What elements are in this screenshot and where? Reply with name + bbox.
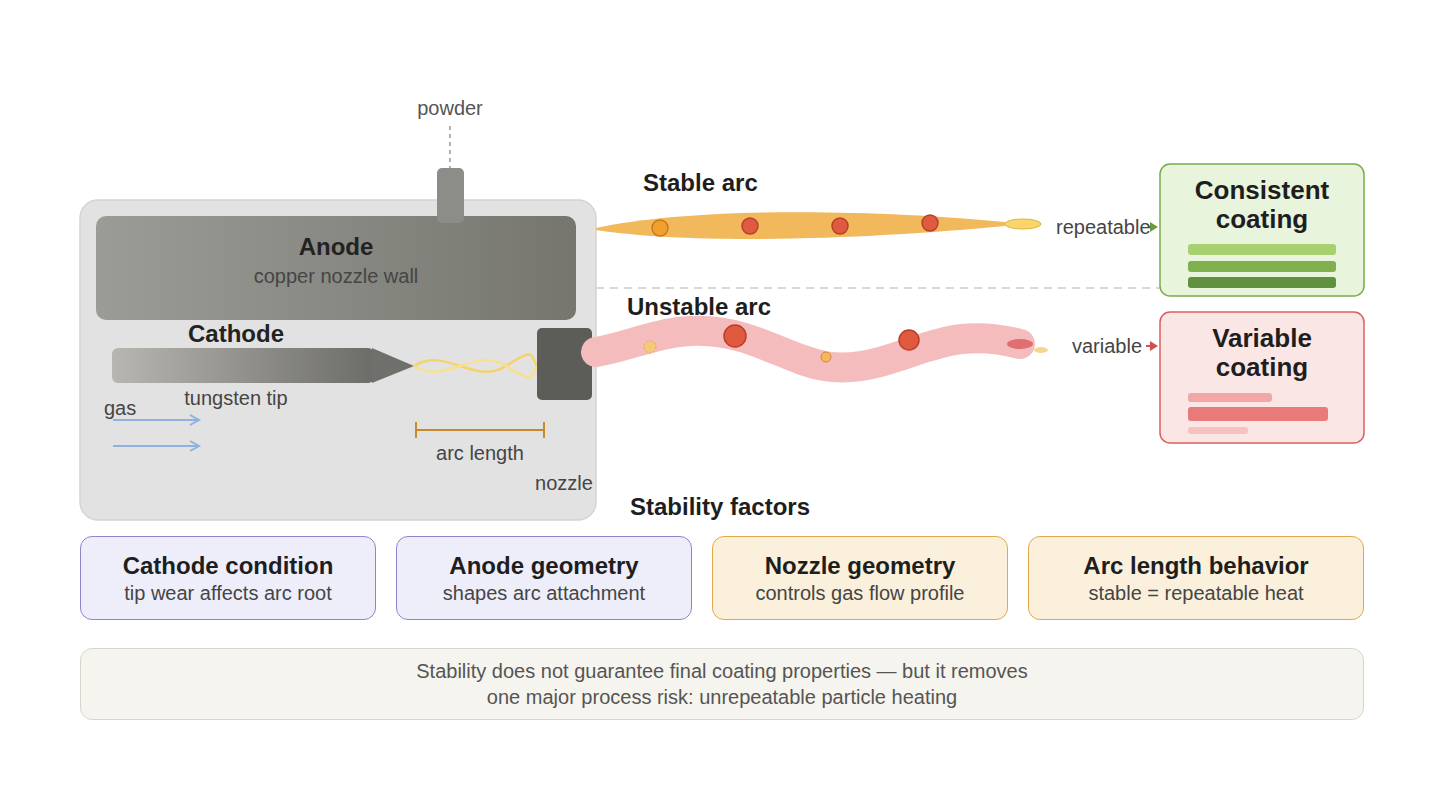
node-heading: Anode geometry — [449, 551, 638, 581]
arc-strand — [414, 354, 537, 371]
flow-label: repeatable — [1056, 215, 1151, 239]
gas-arrow-head — [190, 415, 199, 425]
coating-layer — [1188, 407, 1328, 421]
node-heading: Anode — [299, 232, 374, 262]
node-body: copper nozzle wall — [254, 264, 419, 289]
particle — [652, 220, 668, 236]
particle — [922, 215, 938, 231]
gas-arrow — [113, 445, 198, 447]
coating-layer — [1188, 393, 1272, 402]
coating-box-outline — [1160, 164, 1364, 296]
arc-length-tick — [543, 422, 545, 438]
part-label: nozzle — [535, 471, 593, 495]
particle — [724, 325, 746, 347]
particle — [821, 352, 831, 362]
coating-layer — [1188, 244, 1336, 255]
stability-factor-box: Anode geometryshapes arc attachment — [396, 536, 692, 620]
node-body: shapes arc attachment — [443, 581, 645, 606]
anode-body — [96, 216, 576, 320]
part-label: powder — [417, 96, 483, 120]
flow-arrow-head — [1150, 341, 1158, 351]
particle-splat — [1007, 339, 1033, 349]
node-body: stable = repeatable heat — [1088, 581, 1303, 606]
particle — [644, 341, 656, 353]
particle-splat — [1034, 347, 1048, 353]
part-label: gas — [104, 396, 136, 420]
powder-port — [437, 168, 464, 223]
section-heading: Stability factors — [630, 493, 810, 522]
part-label: Cathode — [188, 320, 284, 349]
node-heading: Arc length behavior — [1083, 551, 1308, 581]
dimension-label: arc length — [436, 441, 524, 465]
node-heading: Variable coating — [1170, 324, 1354, 381]
stable-plume — [596, 212, 1005, 239]
node-heading: Consistent coating — [1170, 176, 1354, 233]
arc-length-bracket — [416, 429, 544, 431]
stability-factor-box: Arc length behaviorstable = repeatable h… — [1028, 536, 1364, 620]
anode-box: Anodecopper nozzle wall — [96, 216, 576, 320]
unstable-plume — [596, 331, 1020, 368]
section-label: Unstable arc — [627, 293, 771, 322]
coating-layer — [1188, 261, 1336, 272]
arc-length-tick — [415, 422, 417, 438]
stability-factor-box: Nozzle geometrycontrols gas flow profile — [712, 536, 1008, 620]
coating-box-outline — [1160, 312, 1364, 443]
node-body: tip wear affects arc root — [124, 581, 332, 606]
powder-leader — [449, 126, 451, 168]
flow-label: variable — [1072, 334, 1142, 358]
caption-text: Stability does not guarantee final coati… — [402, 658, 1042, 710]
node-heading: Nozzle geometry — [765, 551, 956, 581]
node-body: controls gas flow profile — [756, 581, 965, 606]
node-heading: Cathode condition — [123, 551, 334, 581]
coating-layer — [1188, 427, 1248, 434]
arc-strand — [414, 360, 537, 377]
particle — [899, 330, 919, 350]
flow-arrow-head — [1150, 222, 1158, 232]
gas-arrow-head — [190, 441, 199, 451]
stability-factor-box: Cathode conditiontip wear affects arc ro… — [80, 536, 376, 620]
caption-box: Stability does not guarantee final coati… — [80, 648, 1364, 720]
tungsten-tip — [372, 348, 414, 383]
particle-splat — [1005, 219, 1041, 229]
coating-result-box: Consistent coating — [1160, 164, 1364, 240]
section-label: Stable arc — [643, 169, 758, 198]
particle — [832, 218, 848, 234]
coating-result-box: Variable coating — [1160, 312, 1364, 388]
gas-arrow — [113, 419, 198, 421]
particle — [742, 218, 758, 234]
divider — [596, 287, 1160, 289]
nozzle-block — [537, 328, 592, 400]
cathode-rod — [112, 348, 374, 383]
coating-layer — [1188, 277, 1336, 288]
part-label: tungsten tip — [184, 386, 287, 410]
torch-housing — [80, 200, 596, 520]
